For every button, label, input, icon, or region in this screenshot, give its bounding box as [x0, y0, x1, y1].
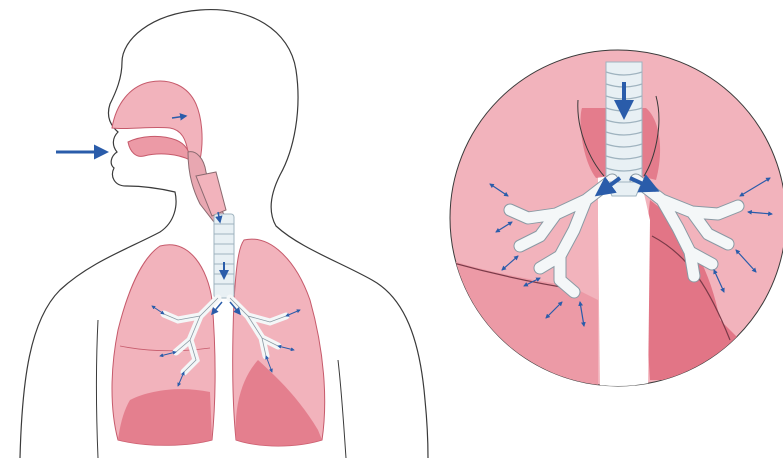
- magnified-mediastinum: [598, 176, 650, 390]
- magnified-bronchi-view: [450, 50, 783, 390]
- trachea-small: [214, 214, 234, 298]
